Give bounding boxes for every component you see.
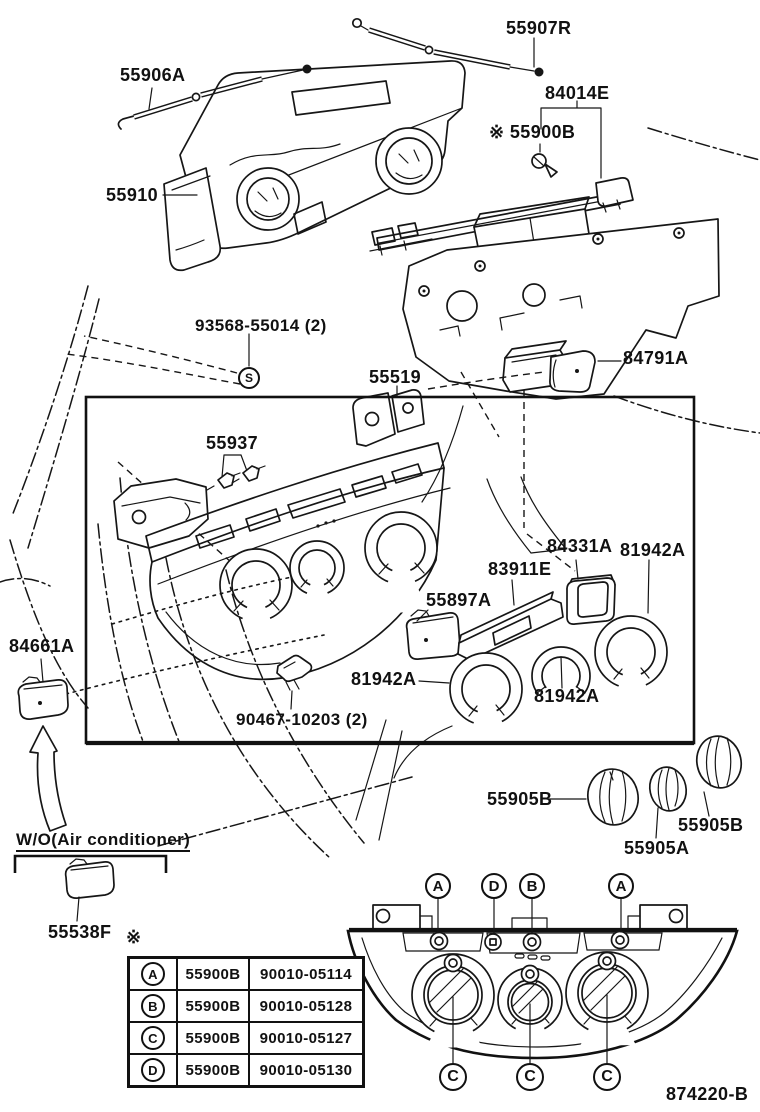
callout-a-2: A (608, 873, 634, 899)
wo-air-conditioner-note: W/O(Air conditioner) (16, 831, 191, 852)
part-label-90467-10203: 90467-10203 (2) (236, 710, 368, 729)
row-letter: C (141, 1026, 165, 1050)
part-label-84661a: 84661A (9, 636, 75, 656)
part-label-55905b-right: 55905B (678, 815, 744, 835)
row-part: 55900B (176, 1021, 250, 1055)
row-letter: A (141, 962, 165, 986)
part-label-81942a-mid: 81942A (534, 686, 600, 706)
row-code: 90010-05130 (248, 1053, 365, 1088)
callout-d: D (481, 873, 507, 899)
row-code: 90010-05128 (248, 989, 365, 1023)
callout-c-1: C (439, 1063, 467, 1091)
part-label-55897a: 55897A (426, 590, 492, 610)
variant-table: A 55900B 90010-05114 B 55900B 90010-0512… (127, 956, 365, 1088)
row-part: 55900B (176, 1053, 250, 1088)
drawing-number: 874220-B (666, 1084, 749, 1104)
part-label-81942a-right: 81942A (620, 540, 686, 560)
part-label-93568-55014: 93568-55014 (2) (195, 316, 327, 335)
screw-symbol-callout: S (238, 367, 260, 389)
part-label-55906a: 55906A (120, 65, 186, 85)
knob-55905a-middle (648, 766, 688, 812)
table-row: B 55900B 90010-05128 (127, 989, 365, 1023)
part-label-84014e: 84014E (545, 83, 610, 103)
part-label-84791a: 84791A (623, 348, 689, 368)
callout-a-1: A (425, 873, 451, 899)
callout-c-2: C (516, 1063, 544, 1091)
part-label-55910: 55910 (106, 185, 159, 205)
part-label-55905b-left: 55905B (487, 789, 553, 809)
part-label-55519: 55519 (369, 367, 422, 387)
row-code: 90010-05127 (248, 1021, 365, 1055)
callout-b: B (519, 873, 545, 899)
part-label-55937: 55937 (206, 433, 259, 453)
row-code: 90010-05114 (248, 956, 365, 991)
callout-c-3: C (593, 1063, 621, 1091)
row-letter: B (141, 994, 165, 1018)
knob-55905b-left (587, 768, 639, 826)
part-label-84331a: 84331A (547, 536, 613, 556)
table-row: C 55900B 90010-05127 (127, 1021, 365, 1055)
part-label-55538f: 55538F (48, 922, 112, 942)
table-row: D 55900B 90010-05130 (127, 1053, 365, 1088)
row-part: 55900B (176, 989, 250, 1023)
part-label-55907r: 55907R (506, 18, 572, 38)
part-label-55900b-note: ※ 55900B (489, 122, 576, 142)
table-row: A 55900B 90010-05114 (127, 956, 365, 991)
part-label-83911e: 83911E (488, 559, 552, 579)
part-label-55905a: 55905A (624, 838, 690, 858)
part-label-81942a-left: 81942A (351, 669, 417, 689)
row-part: 55900B (176, 956, 250, 991)
cable-55906a-hook (117, 115, 135, 130)
knob-55905b-right (695, 735, 743, 789)
table-note-asterisk: ※ (126, 927, 142, 947)
row-letter: D (141, 1058, 165, 1082)
